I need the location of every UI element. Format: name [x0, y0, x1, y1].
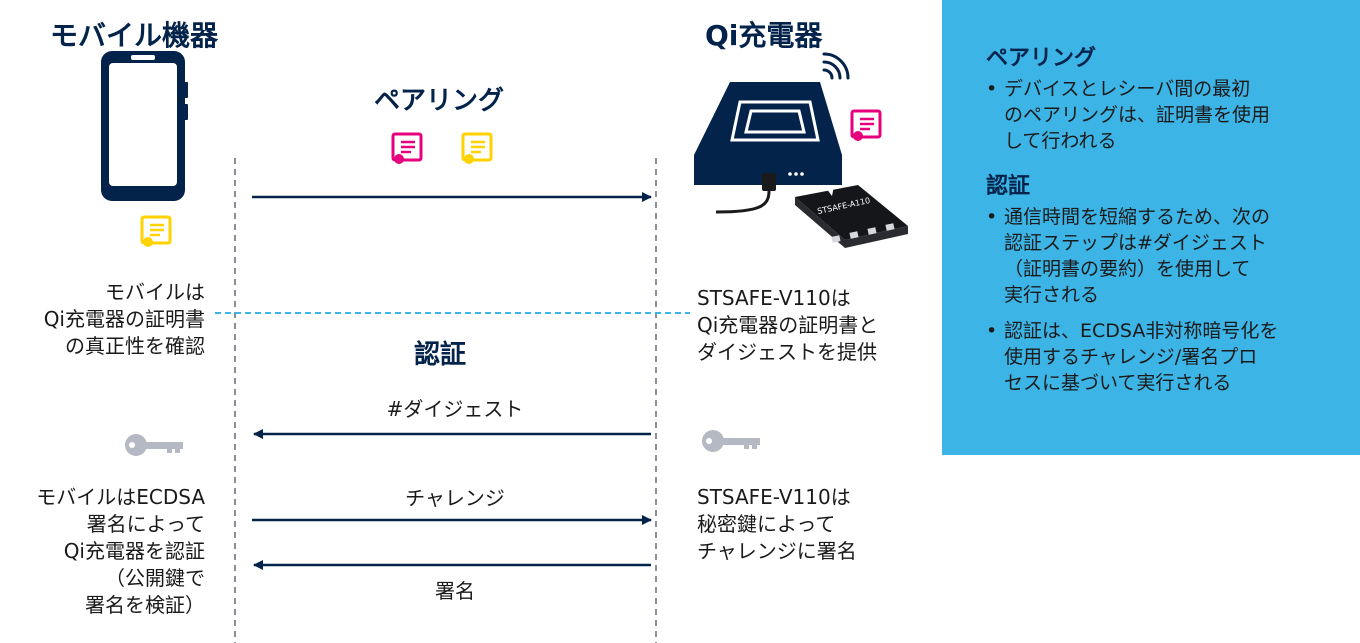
note-line: 署名を検証）: [85, 593, 205, 617]
charger-title: Qi充電器: [705, 19, 823, 52]
note-line: の真正性を確認: [65, 334, 205, 358]
mobile-title: モバイル機器: [50, 19, 219, 52]
note-line: 秘密鍵によって: [697, 512, 836, 536]
panel-auth-title: 認証: [986, 174, 1031, 199]
wireless-icon: [822, 52, 850, 80]
panel-line: 通信時間を短縮するため、次の: [1004, 206, 1271, 228]
note-line: STSAFE-V110は: [697, 286, 851, 310]
note-line: 署名によって: [86, 512, 205, 536]
key-icon: [702, 430, 760, 452]
panel-line: 認証ステップは#ダイジェスト: [1004, 232, 1267, 254]
mobile-verify-note: モバイルは Qi充電器の証明書 の真正性を確認: [44, 279, 205, 360]
note-line: Qi充電器の証明書: [43, 307, 205, 331]
pairing-title: ペアリング: [374, 86, 505, 116]
note-line: STSAFE-V110は: [697, 485, 851, 509]
panel-line: 認証は、ECDSA非対称暗号化を: [1004, 320, 1279, 342]
charger-provide-note: STSAFE-V110は Qi充電器の証明書と ダイジェストを提供: [697, 285, 878, 366]
list-item: デバイスとレシーバ間の最初 のペアリングは、証明書を使用 して行われる: [986, 76, 1346, 154]
certificate-icon: [850, 109, 882, 141]
panel-line: して行われる: [1004, 130, 1117, 152]
auth-title: 認証: [414, 340, 467, 370]
note-line: ダイジェストを提供: [697, 340, 877, 364]
mobile-auth-note: モバイルはECDSA 署名によって Qi充電器を認証 （公開鍵で 署名を検証）: [36, 484, 205, 619]
charger-icon: [694, 82, 842, 214]
panel-line: 実行される: [1004, 284, 1100, 306]
note-line: モバイルはECDSA: [36, 485, 205, 509]
chip-icon: STSAFE-A110: [795, 185, 908, 248]
panel-pairing-list: デバイスとレシーバ間の最初 のペアリングは、証明書を使用 して行われる: [986, 76, 1346, 154]
info-panel: ペアリング デバイスとレシーバ間の最初 のペアリングは、証明書を使用 して行われ…: [942, 0, 1360, 455]
note-line: Qi充電器の証明書と: [697, 313, 879, 337]
signature-label: 署名: [435, 579, 475, 603]
key-icon: [125, 434, 183, 456]
digest-label: #ダイジェスト: [386, 397, 524, 421]
note-line: Qi充電器を認証: [63, 539, 205, 563]
challenge-label: チャレンジ: [405, 486, 505, 510]
panel-line: のペアリングは、証明書を使用: [1004, 104, 1271, 126]
smartphone-icon: [101, 51, 188, 201]
list-item: 通信時間を短縮するため、次の 認証ステップは#ダイジェスト （証明書の要約）を使…: [986, 204, 1346, 308]
panel-pairing-title: ペアリング: [986, 46, 1097, 71]
note-line: （公開鍵で: [105, 566, 205, 590]
panel-line: セスに基づいて実行される: [1004, 372, 1232, 394]
panel-line: デバイスとレシーバ間の最初: [1004, 78, 1251, 100]
certificate-icon: [461, 132, 493, 164]
charger-sign-note: STSAFE-V110は 秘密鍵によって チャレンジに署名: [697, 484, 857, 565]
note-line: モバイルは: [105, 280, 205, 304]
note-line: チャレンジに署名: [697, 539, 857, 563]
certificate-icon: [140, 215, 172, 247]
list-item: 認証は、ECDSA非対称暗号化を 使用するチャレンジ/署名プロ セスに基づいて実…: [986, 318, 1346, 396]
panel-line: 使用するチャレンジ/署名プロ: [1004, 346, 1258, 368]
certificate-icon: [391, 132, 423, 164]
panel-line: （証明書の要約）を使用して: [1004, 258, 1251, 280]
panel-auth-list: 通信時間を短縮するため、次の 認証ステップは#ダイジェスト （証明書の要約）を使…: [986, 204, 1346, 396]
